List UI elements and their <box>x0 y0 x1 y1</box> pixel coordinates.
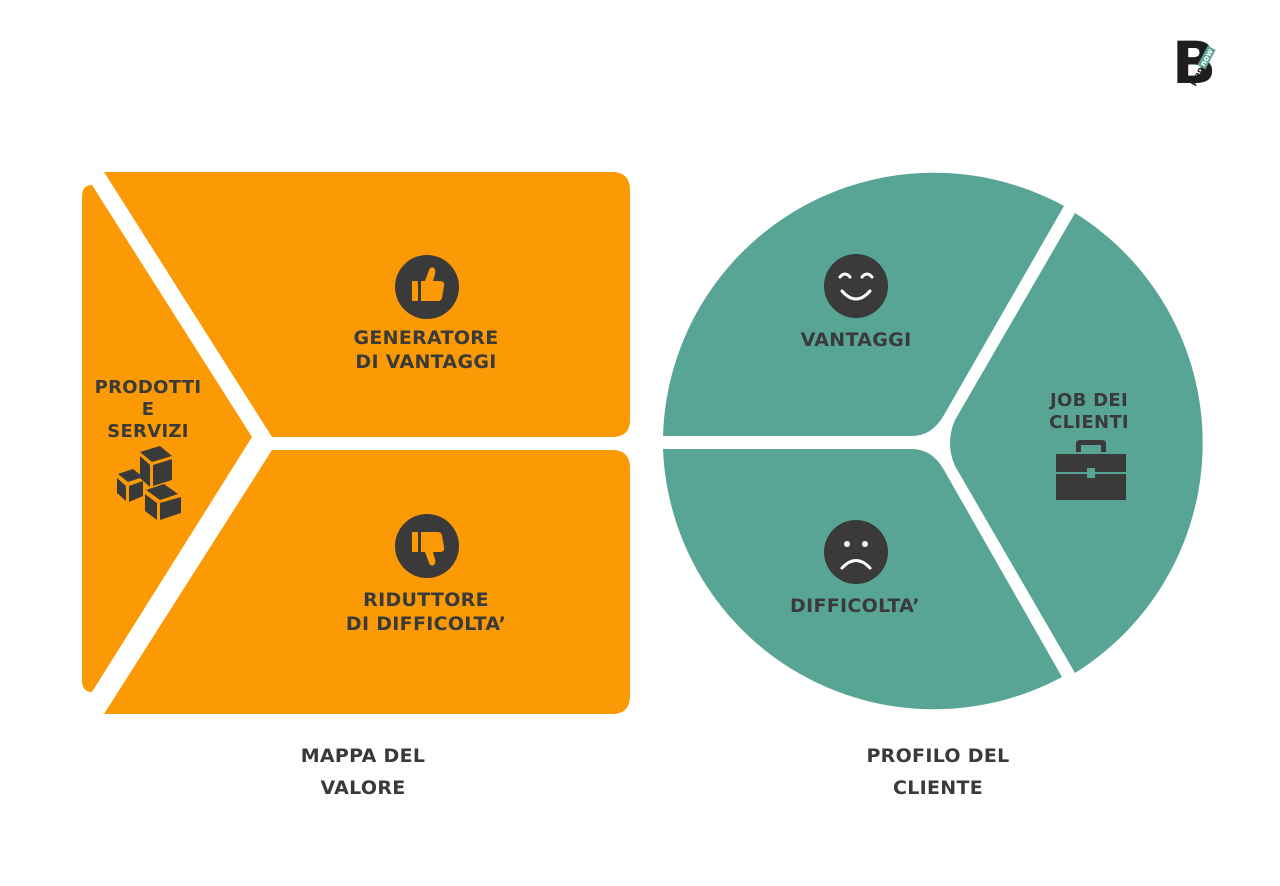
gain-creators-label: GENERATORE DI VANTAGGI <box>353 327 499 373</box>
customer-profile <box>663 172 1203 710</box>
products-services-label: PRODOTTI E SERVIZI <box>94 377 202 442</box>
value-map-caption: MAPPA DEL VALORE <box>300 745 426 799</box>
pains-label: DIFFICOLTA’ <box>790 595 920 617</box>
pain-relievers-segment <box>104 450 630 714</box>
pain-relievers-label: RIDUTTORE DI DIFFICOLTA’ <box>345 589 507 635</box>
boxes-icon <box>117 446 181 520</box>
jobs-label: JOB DEI CLIENTI <box>1049 390 1129 433</box>
customer-profile-caption: PROFILO DEL CLIENTE <box>866 745 1010 799</box>
products-services-segment <box>82 185 252 692</box>
briefcase-icon <box>1056 440 1126 500</box>
brand-logo: B <box>1172 29 1217 97</box>
value-map <box>82 172 630 714</box>
thumbs-up-icon <box>395 255 459 319</box>
gain-creators-segment <box>104 172 630 437</box>
smile-icon <box>824 254 888 318</box>
frown-icon <box>824 520 888 584</box>
thumbs-down-icon <box>395 514 459 578</box>
gains-label: VANTAGGI <box>800 329 912 351</box>
